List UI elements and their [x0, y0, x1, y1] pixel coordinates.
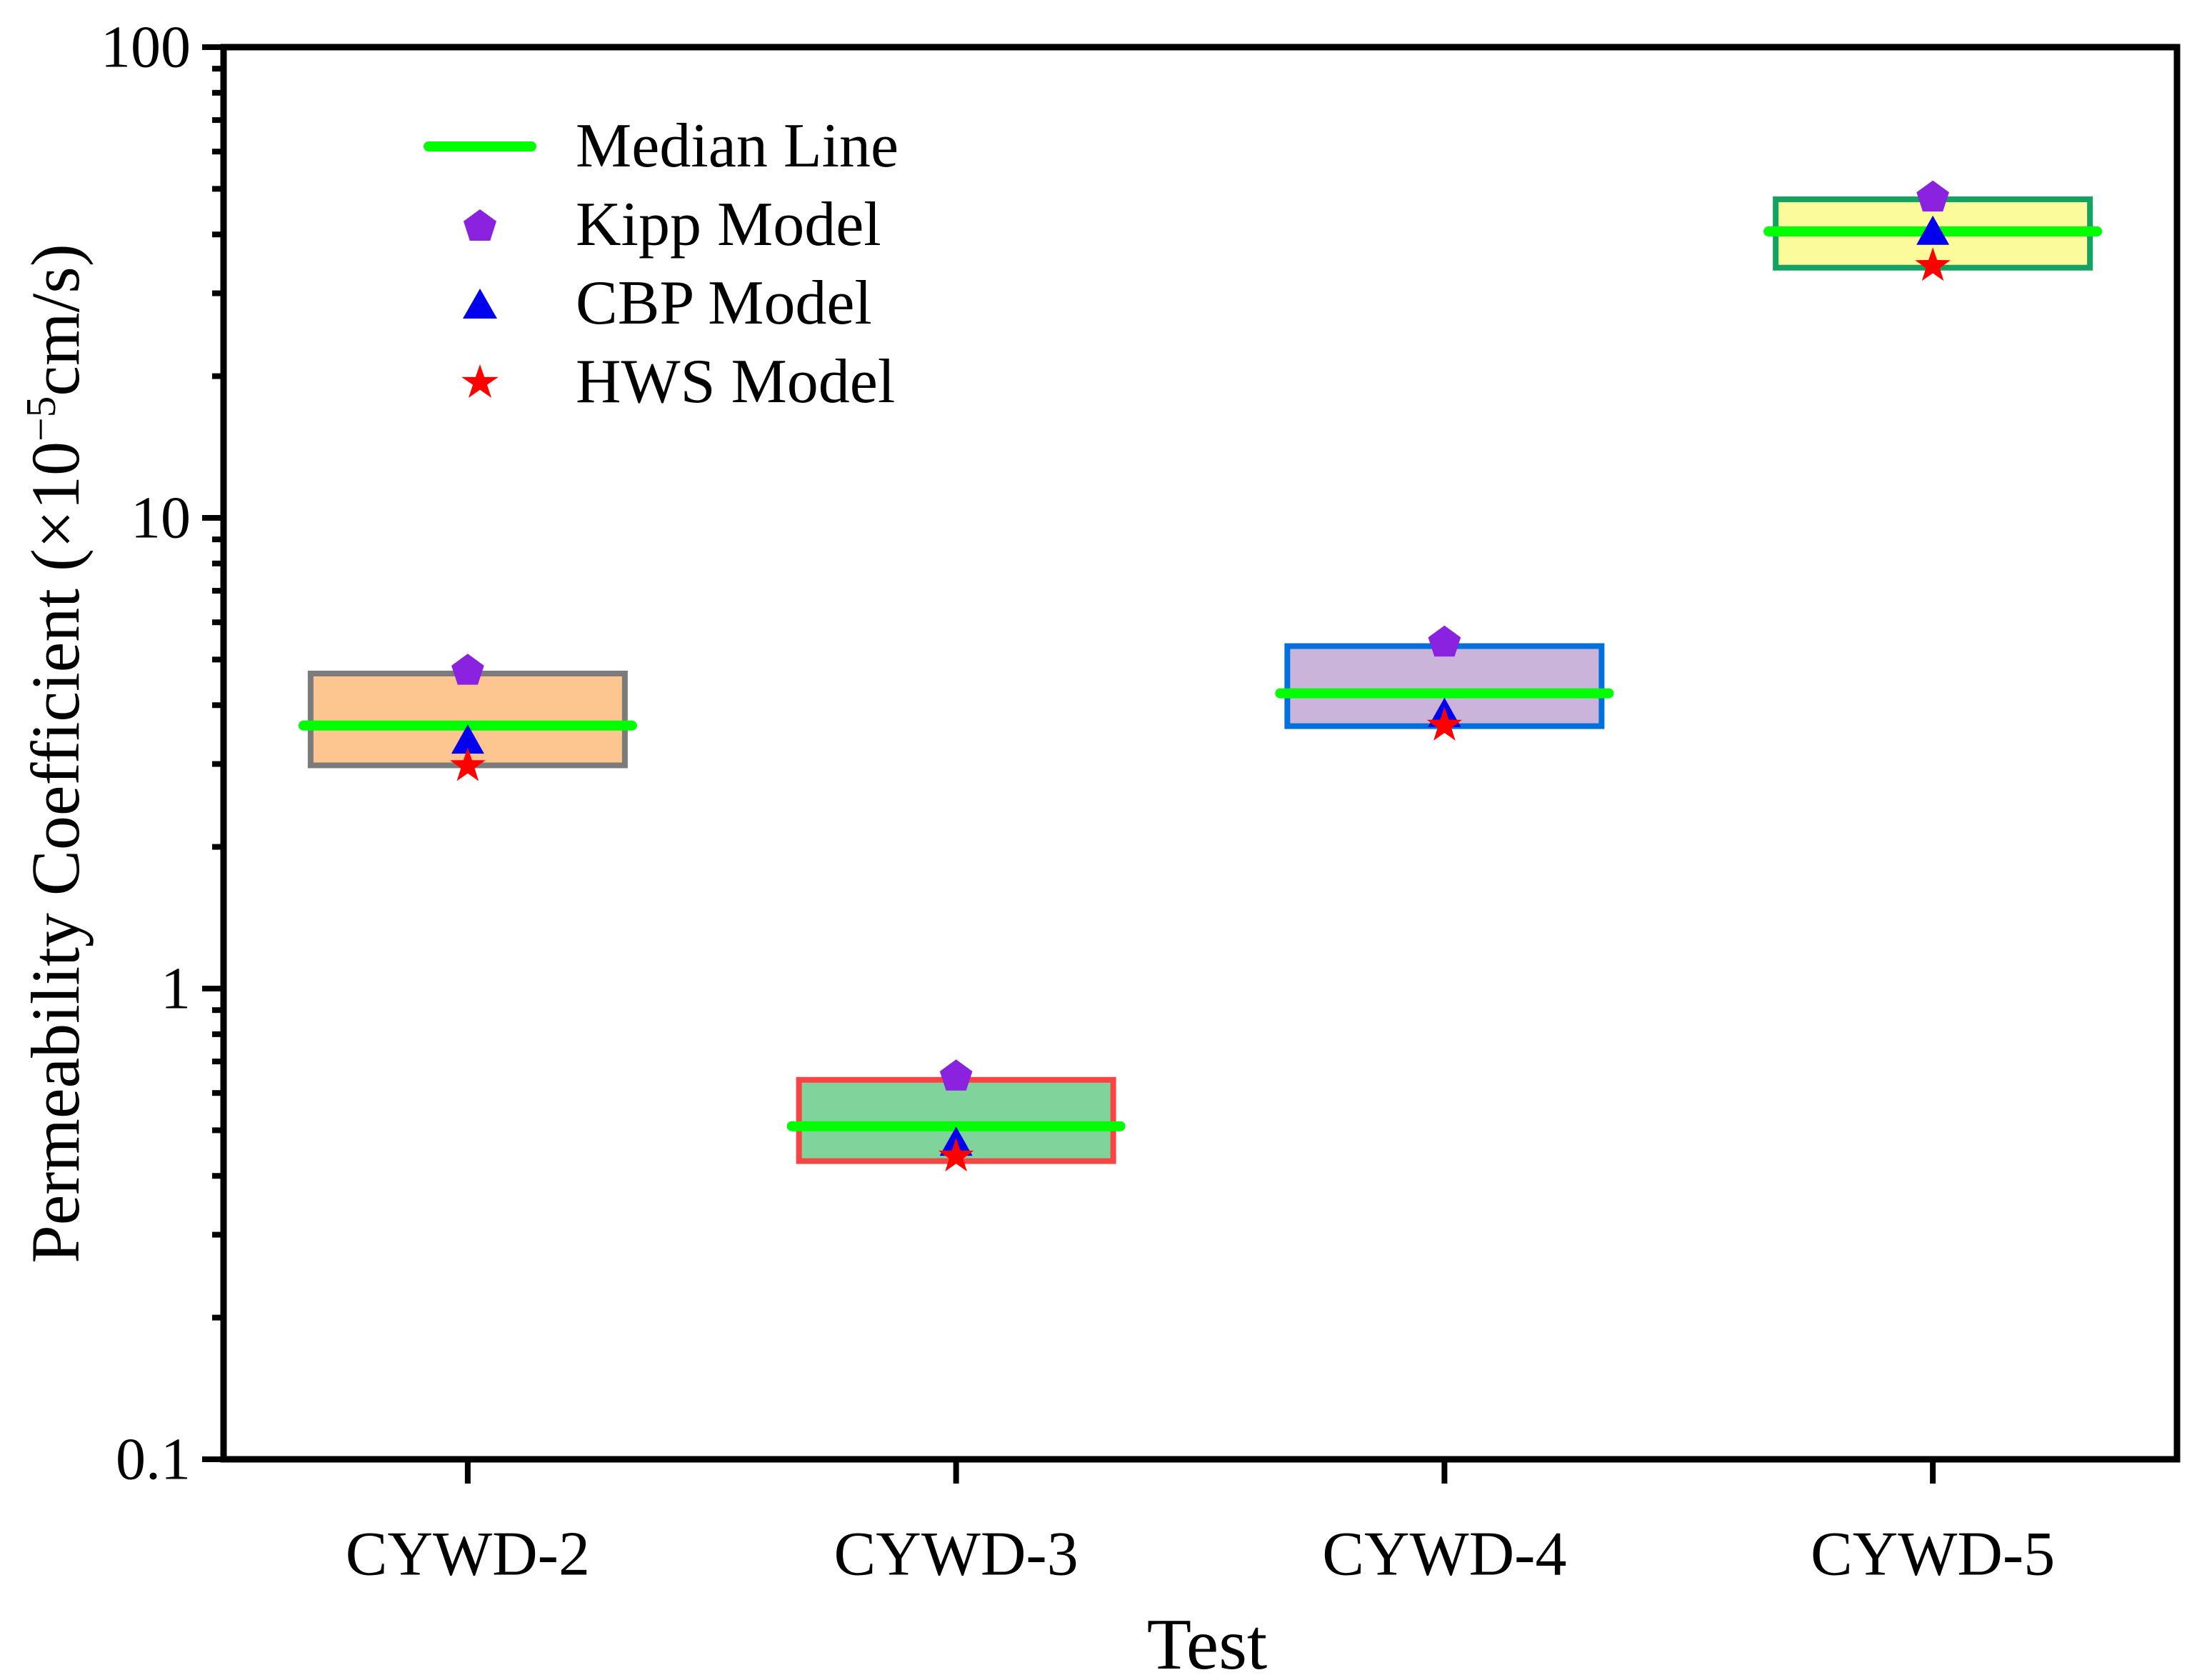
y-axis-title-suffix: cm/s): [17, 244, 94, 396]
x-tick-label-cywd-2: CYWD-2: [346, 1520, 590, 1589]
pentagon-marker-cywd-3: [939, 1059, 973, 1091]
triangle-marker-cywd-5: [1916, 215, 1950, 245]
legend-label: Kipp Model: [576, 190, 881, 259]
y-tick-label: 10: [131, 485, 191, 551]
legend-item-kipp-model: Kipp Model: [404, 186, 899, 264]
y-tick-label: 100: [101, 14, 191, 81]
legend-label: CBP Model: [576, 269, 872, 338]
pentagon-marker-cywd-4: [1428, 625, 1461, 657]
y-tick-label: 0.1: [116, 1426, 191, 1493]
y-tick-label: 1: [161, 956, 191, 1022]
star-marker-cywd-3: [938, 1137, 974, 1171]
x-tick-label-cywd-4: CYWD-4: [1322, 1520, 1566, 1589]
star-marker-cywd-5: [1915, 247, 1951, 281]
star-marker-icon: [461, 364, 499, 398]
triangle-marker-cywd-2: [451, 724, 484, 754]
pentagon-marker-cywd-2: [451, 654, 484, 685]
x-axis-title-text: Test: [1146, 1604, 1268, 1680]
x-axis-title: Test: [0, 1609, 2207, 1680]
x-tick-label-cywd-3: CYWD-3: [834, 1520, 1079, 1589]
legend-item-cbp-model: CBP Model: [404, 264, 899, 343]
legend-item-median-line: Median Line: [404, 107, 899, 186]
y-axis-title: Permeability Coefficient (×10−5cm/s): [17, 244, 94, 1263]
star-marker-cywd-4: [1426, 706, 1463, 741]
legend-label: Median Line: [576, 111, 899, 181]
pentagon-marker-icon: [464, 209, 496, 241]
legend-item-hws-model: HWS Model: [404, 343, 899, 421]
triangle-marker-icon: [463, 289, 497, 319]
y-axis-title-prefix: Permeability Coefficient (×10: [17, 441, 94, 1264]
plot-frame: [220, 44, 2181, 1463]
legend-label: HWS Model: [576, 347, 896, 416]
pentagon-marker-cywd-5: [1916, 180, 1949, 212]
legend: Median Line Kipp Model CBP Model HWS Mod…: [404, 107, 899, 421]
median-line-swatch-icon: [424, 141, 536, 151]
y-axis-title-exponent: −5: [17, 396, 64, 441]
star-marker-cywd-2: [450, 747, 486, 781]
x-tick-label-cywd-5: CYWD-5: [1811, 1520, 2055, 1589]
